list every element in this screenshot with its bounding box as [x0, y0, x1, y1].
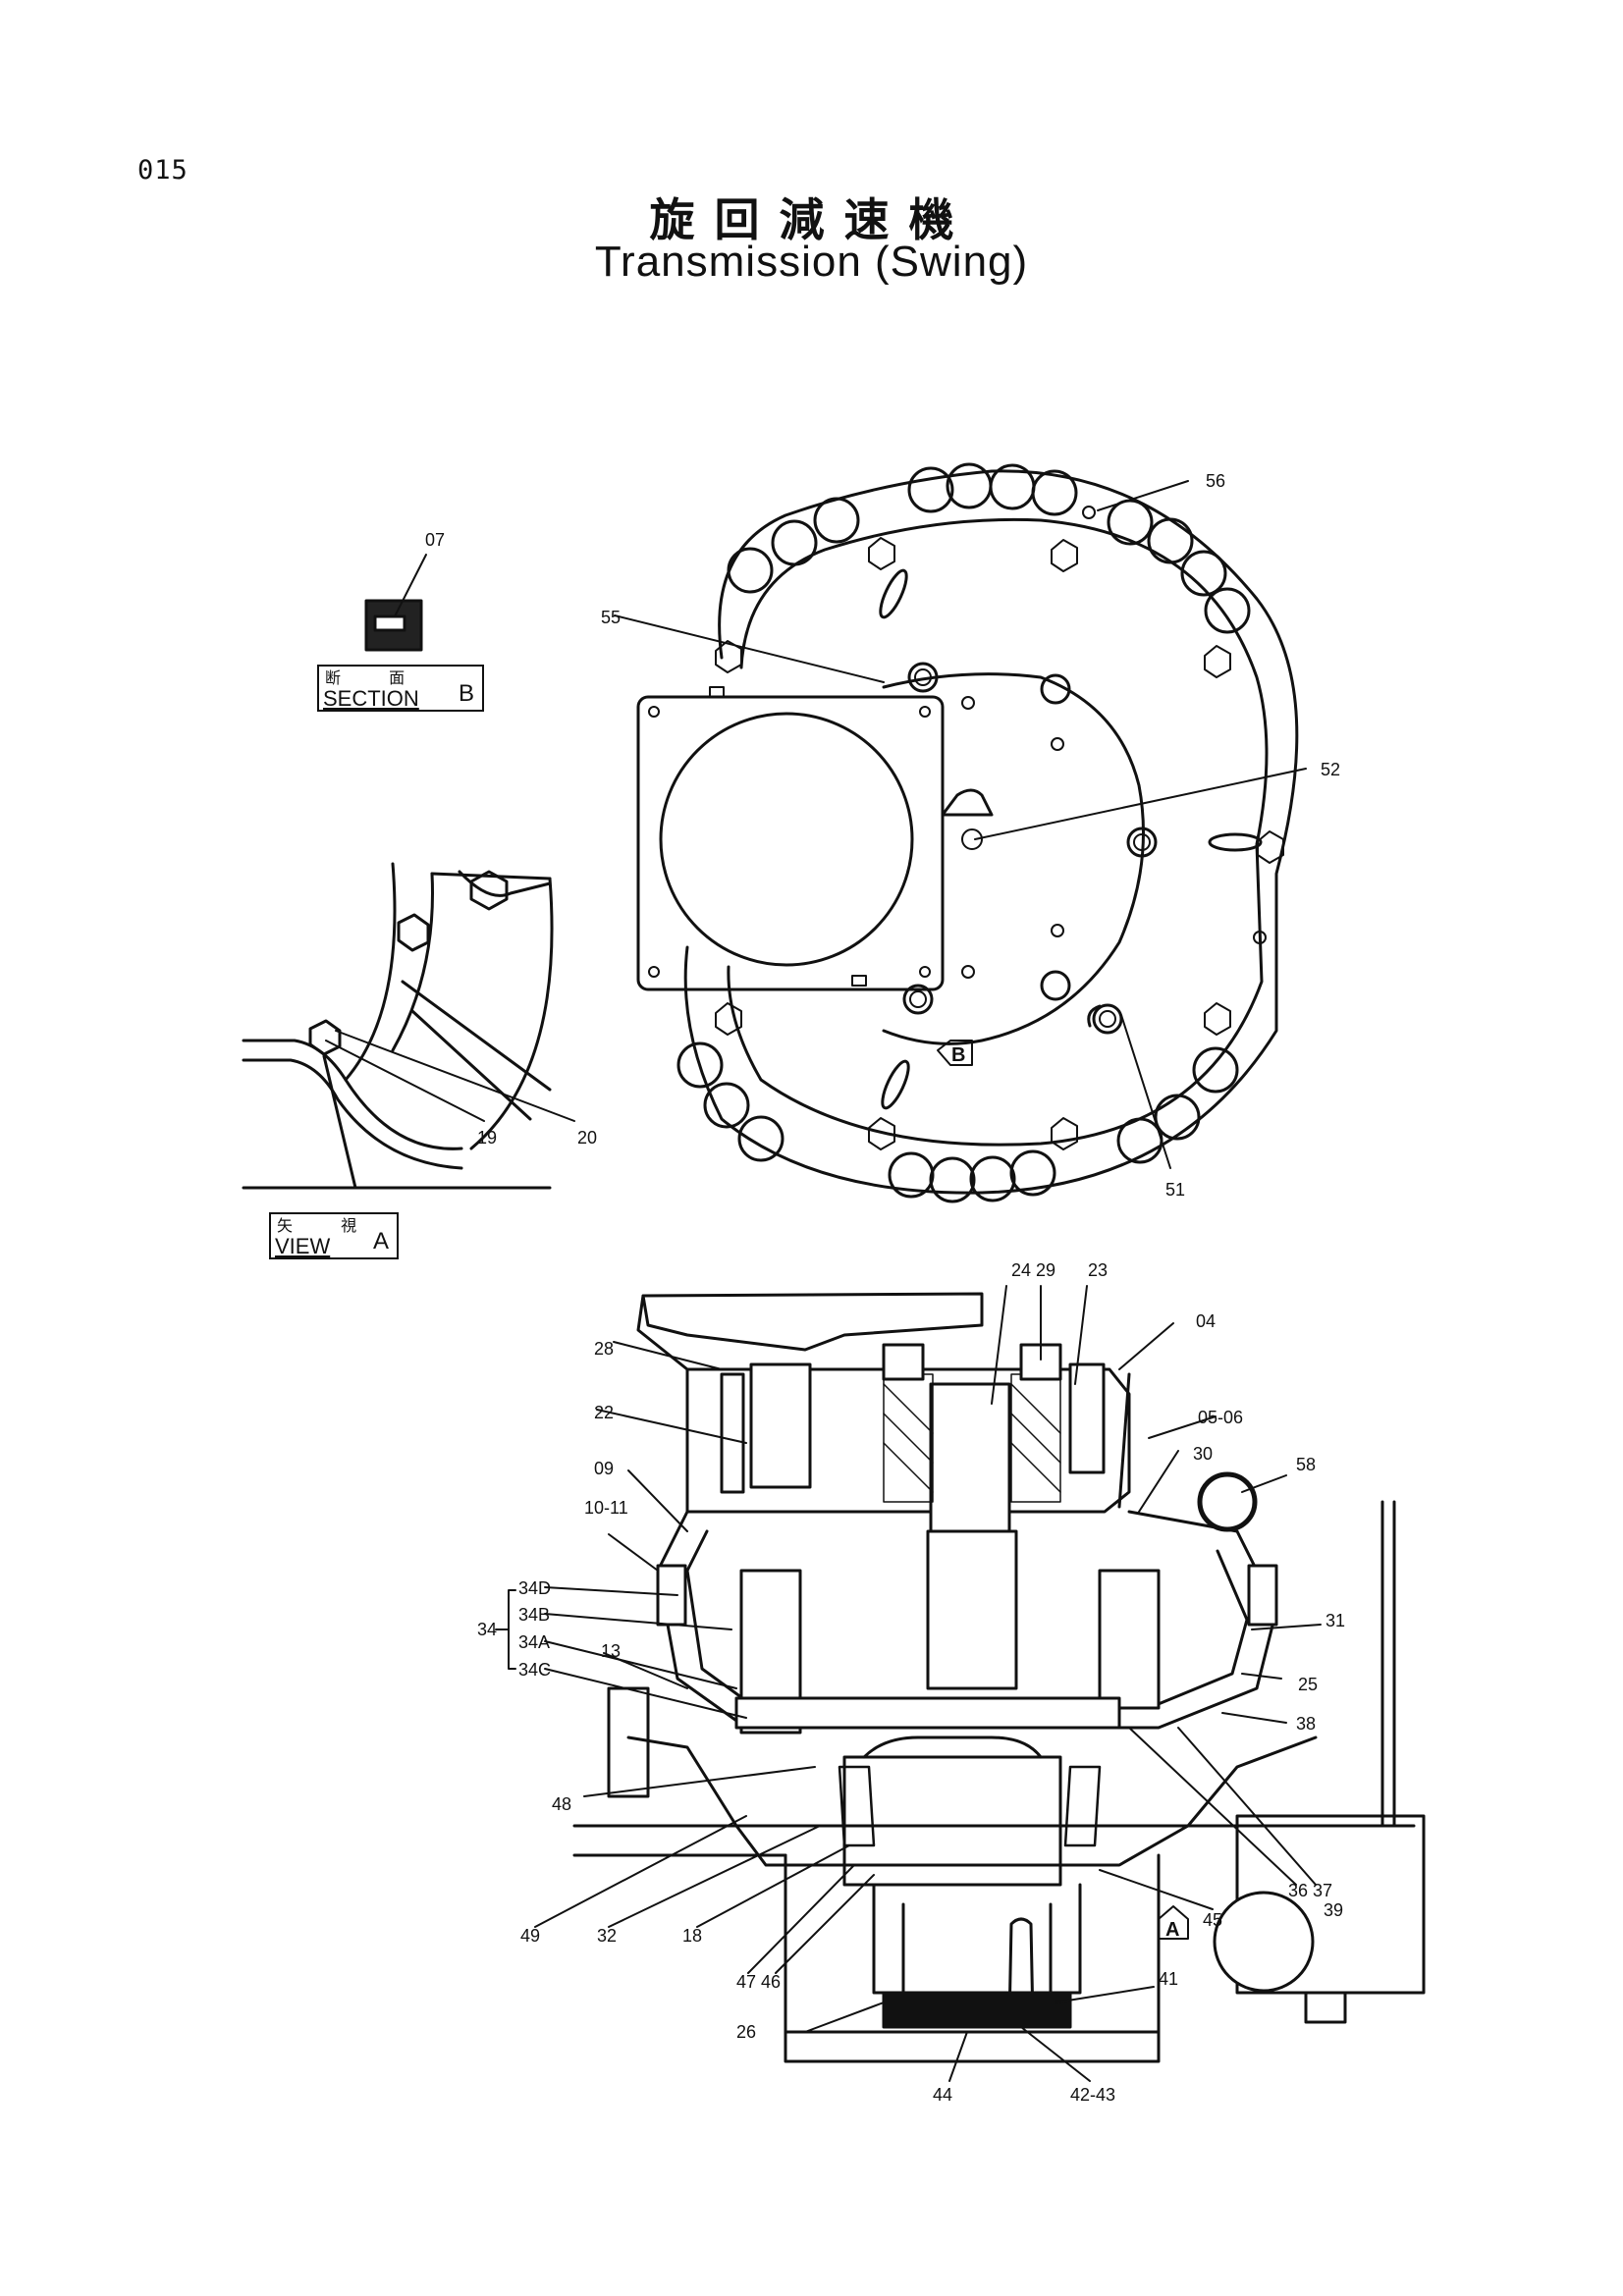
page-title-english: Transmission (Swing) — [594, 238, 1029, 286]
callout-09: 09 — [594, 1459, 614, 1478]
view-a-detail — [242, 862, 575, 1190]
callout-45: 45 — [1203, 1910, 1222, 1930]
callout-55: 55 — [601, 608, 621, 627]
callout-38: 38 — [1296, 1714, 1316, 1734]
view-a-label: 矢 視 VIEW A — [269, 1212, 399, 1259]
callout-26: 26 — [736, 2022, 756, 2042]
callout-20: 20 — [577, 1128, 597, 1148]
callout-42-43: 42-43 — [1070, 2085, 1115, 2105]
section-view — [495, 1285, 1426, 2082]
callout-34d: 34D — [518, 1578, 551, 1598]
callout-32: 32 — [597, 1926, 617, 1946]
callout-51: 51 — [1165, 1180, 1185, 1200]
view-label-jp: 矢 視 — [277, 1216, 379, 1235]
callout-31: 31 — [1325, 1611, 1345, 1630]
callout-52: 52 — [1321, 760, 1340, 779]
section-b-label: 断 面 SECTION B — [317, 665, 484, 712]
callout-24-29: 24 29 — [1011, 1260, 1055, 1280]
callout-34c: 34C — [518, 1660, 551, 1680]
section-b-detail — [364, 554, 427, 652]
section-label-jp: 断 面 — [325, 668, 427, 687]
callout-34b: 34B — [518, 1605, 550, 1625]
view-a-marker: A — [1165, 1919, 1179, 1941]
callout-41: 41 — [1159, 1969, 1178, 1989]
view-b-marker: B — [951, 1044, 965, 1066]
callout-07: 07 — [425, 530, 445, 550]
callout-34a: 34A — [518, 1632, 550, 1652]
callout-56: 56 — [1206, 471, 1225, 491]
callout-30: 30 — [1193, 1444, 1213, 1464]
callout-48: 48 — [552, 1794, 571, 1814]
callout-58: 58 — [1296, 1455, 1316, 1474]
view-label-key: A — [372, 1228, 389, 1255]
callout-22: 22 — [594, 1403, 614, 1422]
page-title-japanese: 旋回減速機 — [649, 193, 974, 246]
callout-labels: 07 55 56 52 51 19 20 24 29 23 04 28 22 0… — [425, 471, 1345, 2105]
view-label-en: VIEW — [275, 1234, 331, 1258]
callout-05-06: 05-06 — [1198, 1408, 1243, 1427]
section-label-key: B — [458, 680, 474, 707]
callout-44: 44 — [933, 2085, 952, 2105]
callout-19: 19 — [477, 1128, 497, 1148]
callout-10-11: 10-11 — [584, 1498, 628, 1518]
callout-18: 18 — [682, 1926, 702, 1946]
callout-13: 13 — [601, 1641, 621, 1661]
callout-39: 39 — [1324, 1900, 1343, 1920]
callout-47-46: 47 46 — [736, 1972, 781, 1992]
callout-36-37: 36 37 — [1288, 1881, 1332, 1900]
section-label-en: SECTION — [323, 686, 419, 711]
top-view — [614, 462, 1307, 1203]
callout-28: 28 — [594, 1339, 614, 1359]
callout-23: 23 — [1088, 1260, 1108, 1280]
page-number: 015 — [137, 155, 189, 186]
callout-34: 34 — [477, 1620, 497, 1639]
callout-49: 49 — [520, 1926, 540, 1946]
callout-25: 25 — [1298, 1675, 1318, 1694]
callout-04: 04 — [1196, 1311, 1216, 1331]
